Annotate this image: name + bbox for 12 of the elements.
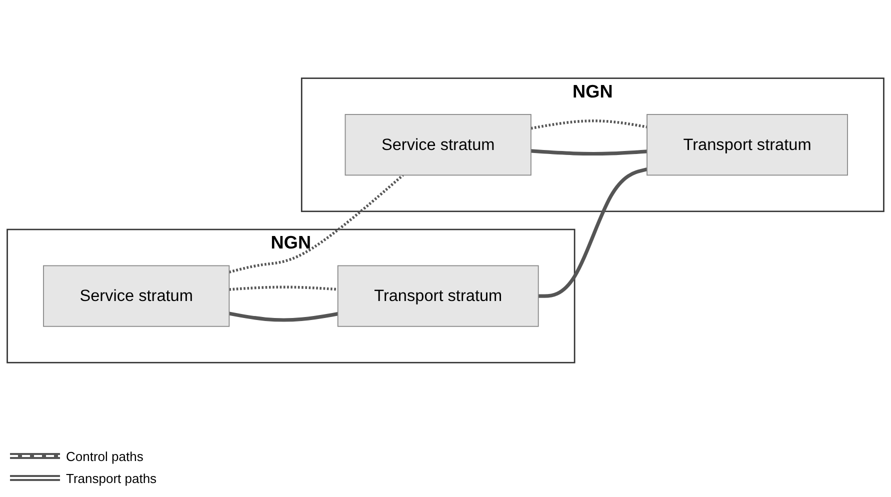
connector: [228, 311, 338, 322]
connector: [538, 167, 648, 298]
connector: [530, 148, 648, 156]
connector: [530, 119, 648, 130]
connector: [229, 285, 338, 290]
node-box: Transport stratum: [646, 114, 848, 176]
legend-label: Transport paths: [66, 470, 157, 486]
node-box: Service stratum: [344, 114, 532, 176]
node-box: Service stratum: [43, 264, 230, 326]
legend-label: Control paths: [66, 448, 144, 464]
node-box: Transport stratum: [337, 264, 539, 326]
connector: [228, 174, 404, 273]
